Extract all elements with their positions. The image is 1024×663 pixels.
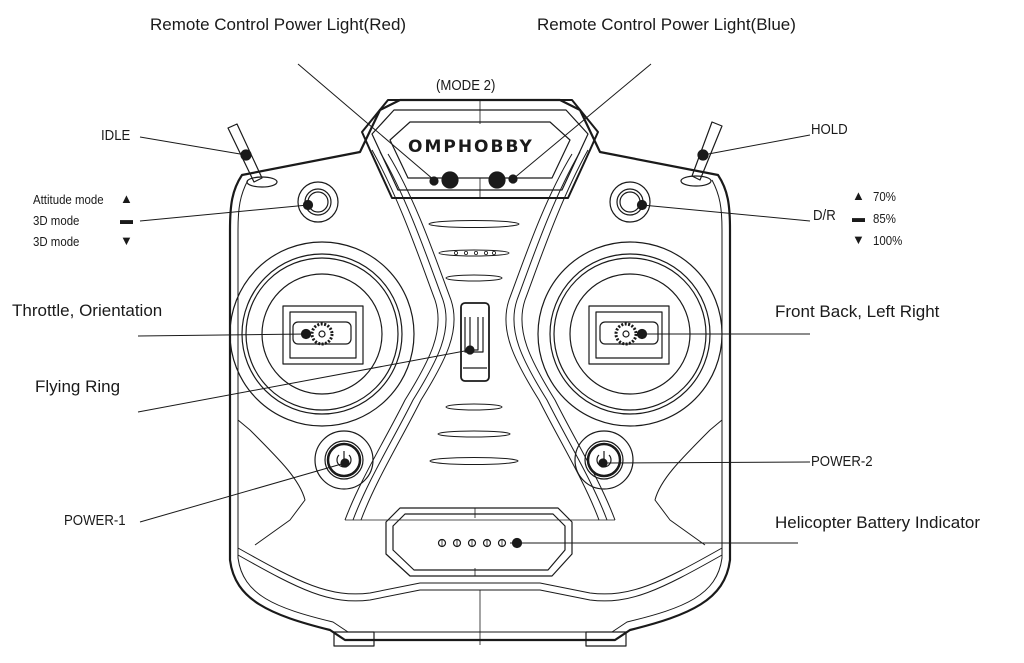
battery-indicator-panel [385,507,573,577]
flight-mode-option-label: 3D mode [33,213,80,228]
label-power-1: POWER-1 [64,512,126,529]
flight-mode-switch [297,181,339,223]
transmitter-body [228,98,732,647]
leader-lines [137,63,811,544]
dual-rate-option-label: 70% [873,189,896,204]
mode-label: (MODE 2) [436,77,496,94]
triangle-down-icon: ▼ [120,233,133,248]
flight-mode-option-label: Attitude mode [33,192,104,207]
label-idle: IDLE [101,127,131,144]
label-power-2: POWER-2 [811,453,873,470]
label-flying-ring: Flying Ring [35,377,121,396]
power-light-red [429,171,459,189]
dash-icon: ▬ [120,212,133,227]
brand-logo: OMPHOBBY [408,137,534,157]
dual-rate-switch [609,181,651,223]
dual-rate-option-label: 85% [873,211,896,226]
label-power-light-red: Remote Control Power Light(Red) [150,15,407,34]
label-front-back-left-right: Front Back, Left Right [775,302,940,321]
flight-mode-option-label: 3D mode [33,234,80,249]
power-button-1 [314,430,374,490]
power-light-blue [488,171,518,189]
triangle-up-icon: ▲ [852,188,865,203]
label-dual-rate: D/R [813,207,836,224]
label-power-light-blue: Remote Control Power Light(Blue) [537,15,796,34]
brand-panel [361,99,599,199]
label-throttle-orientation: Throttle, Orientation [12,301,163,320]
label-battery-indicator: Helicopter Battery Indicator [775,513,981,532]
triangle-up-icon: ▲ [120,191,133,206]
center-slide-switch [460,302,490,382]
dual-rate-option-label: 100% [873,233,903,248]
battery-leds [437,537,523,549]
vent-slots [428,220,520,465]
label-hold: HOLD [811,121,848,138]
power-button-2 [574,430,634,490]
hold-switch [680,121,723,187]
left-gimbal [229,241,415,427]
dash-icon: ▬ [852,210,865,225]
triangle-down-icon: ▼ [852,232,865,247]
idle-switch [227,123,278,188]
